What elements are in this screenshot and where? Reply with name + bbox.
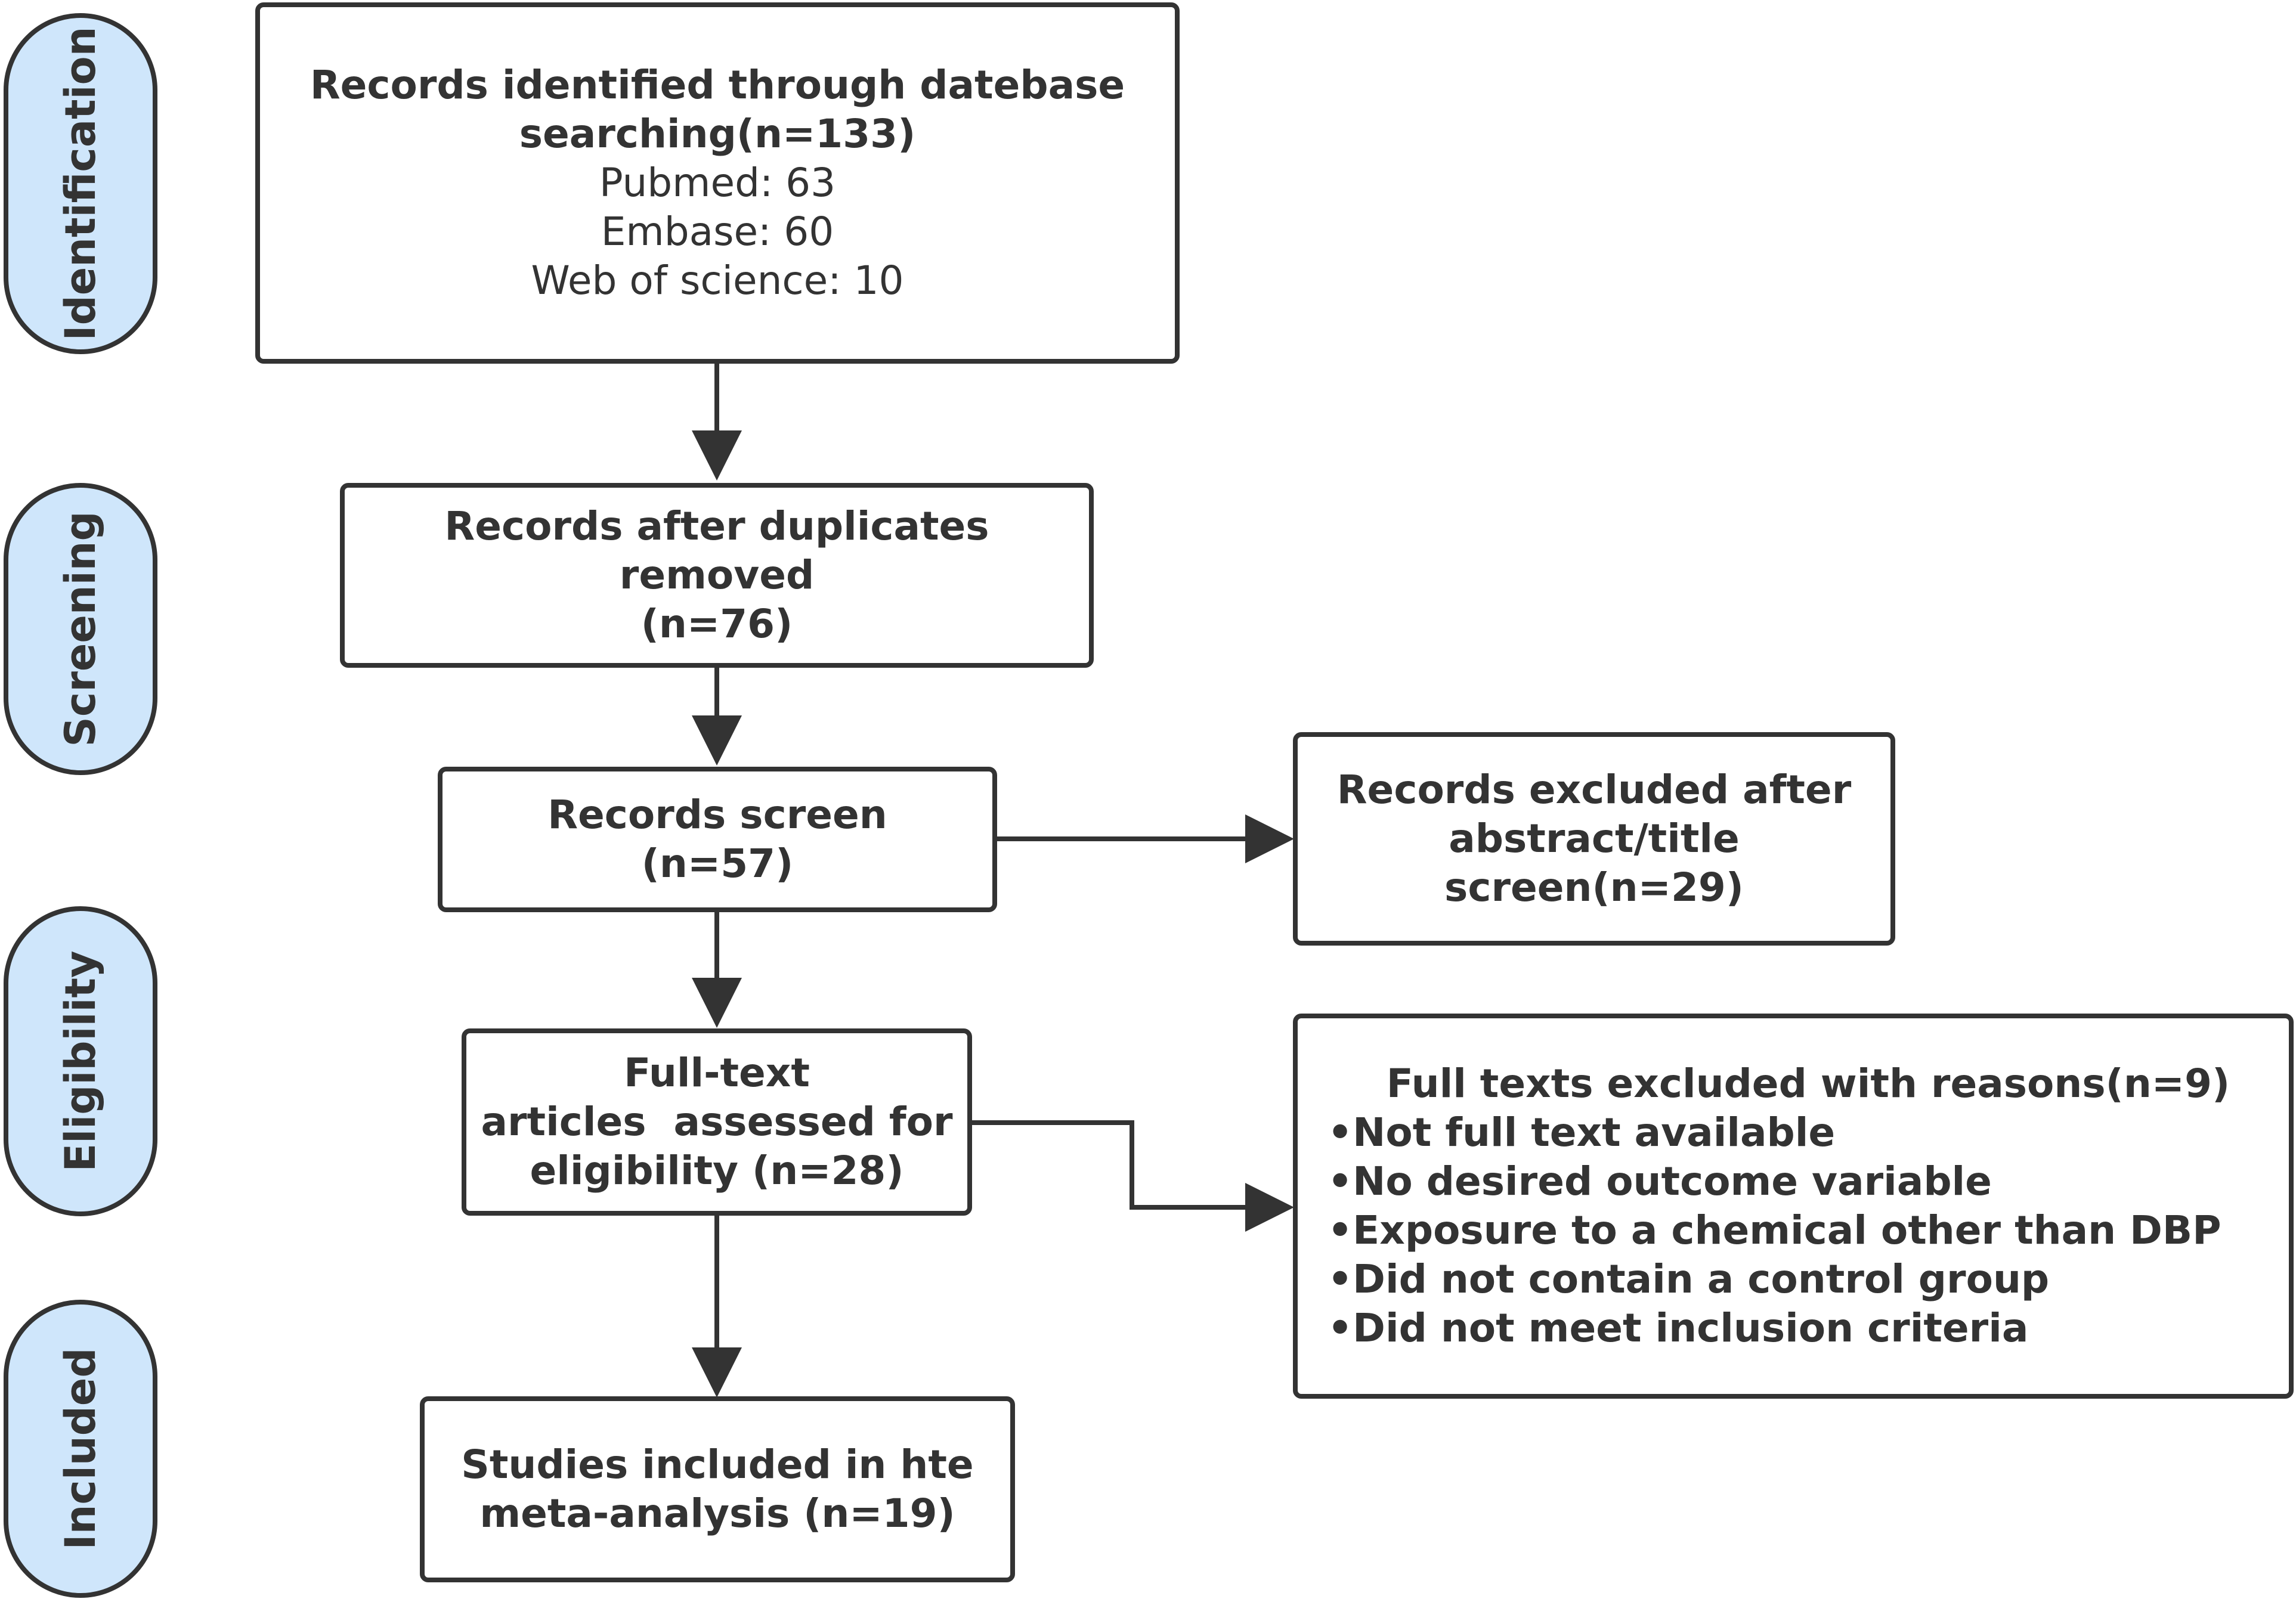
box-records-identified: Records identified through datebase sear… xyxy=(255,2,1180,364)
box-duplicates-removed: Records after duplicates removed (n=76) xyxy=(340,483,1094,668)
exclusion-reason: •No desired outcome variable xyxy=(1328,1158,1992,1204)
included-line2: meta-analysis (n=19) xyxy=(479,1491,955,1536)
stage-label: Eligibility xyxy=(56,950,105,1172)
stage-label: Included xyxy=(56,1347,105,1550)
arrowhead-5 xyxy=(1245,1183,1294,1232)
included-line1: Studies included in hte xyxy=(461,1442,974,1488)
excluded-fulltext-title: Full texts excluded with reasons(n=9) xyxy=(1386,1061,2230,1107)
exclusion-reason: •Not full text available xyxy=(1328,1110,1836,1155)
fulltext-line2: articles assessed for xyxy=(481,1099,953,1145)
arrowhead-2 xyxy=(692,715,742,766)
box-excluded-fulltext: Full texts excluded with reasons(n=9) •N… xyxy=(1293,1014,2294,1399)
exclusion-reason: •Did not contain a control group xyxy=(1328,1256,2050,1302)
source-embase: Embase: 60 xyxy=(601,209,834,255)
fulltext-line3: eligibility (n=28) xyxy=(530,1148,904,1194)
source-pubmed: Pubmed: 63 xyxy=(599,160,836,206)
excluded-abstract-line2: abstract/title screen(n=29) xyxy=(1444,816,1744,910)
stage-label: Identification xyxy=(56,26,105,341)
screened-line2: (n=57) xyxy=(641,841,794,887)
box-full-text-assessed: Full-text articles assessed for eligibil… xyxy=(462,1028,972,1216)
arrowhead-3 xyxy=(1245,814,1294,863)
deduplicated-line2: (n=76) xyxy=(640,601,793,647)
box-studies-included: Studies included in hte meta-analysis (n… xyxy=(420,1396,1015,1582)
identified-title-line2: searching(n=133) xyxy=(519,111,916,157)
excluded-abstract-line1: Records excluded after xyxy=(1336,767,1852,813)
arrowhead-4 xyxy=(692,978,742,1028)
stage-included: Included xyxy=(4,1300,157,1598)
exclusion-reason: •Exposure to a chemical other than DBP xyxy=(1328,1207,2221,1253)
arrowhead-6 xyxy=(692,1347,742,1398)
arrowhead-1 xyxy=(692,430,742,481)
identified-title-line1: Records identified through datebase xyxy=(310,62,1125,108)
stage-eligibility: Eligibility xyxy=(4,906,157,1216)
exclusion-reason: •Did not meet inclusion criteria xyxy=(1328,1305,2029,1351)
box-records-screen: Records screen (n=57) xyxy=(438,767,997,912)
stage-label: Screening xyxy=(56,511,105,747)
stage-identification: Identification xyxy=(4,13,157,354)
arrow-fulltext-to-excluded-fulltext xyxy=(971,1120,1264,1210)
fulltext-line1: Full-text xyxy=(624,1050,810,1096)
source-web-of-science: Web of science: 10 xyxy=(531,258,904,303)
screened-line1: Records screen xyxy=(547,792,887,838)
deduplicated-line1: Records after duplicates removed xyxy=(444,503,989,598)
box-excluded-abstract: Records excluded after abstract/title sc… xyxy=(1293,732,1895,946)
stage-screening: Screening xyxy=(4,483,157,775)
